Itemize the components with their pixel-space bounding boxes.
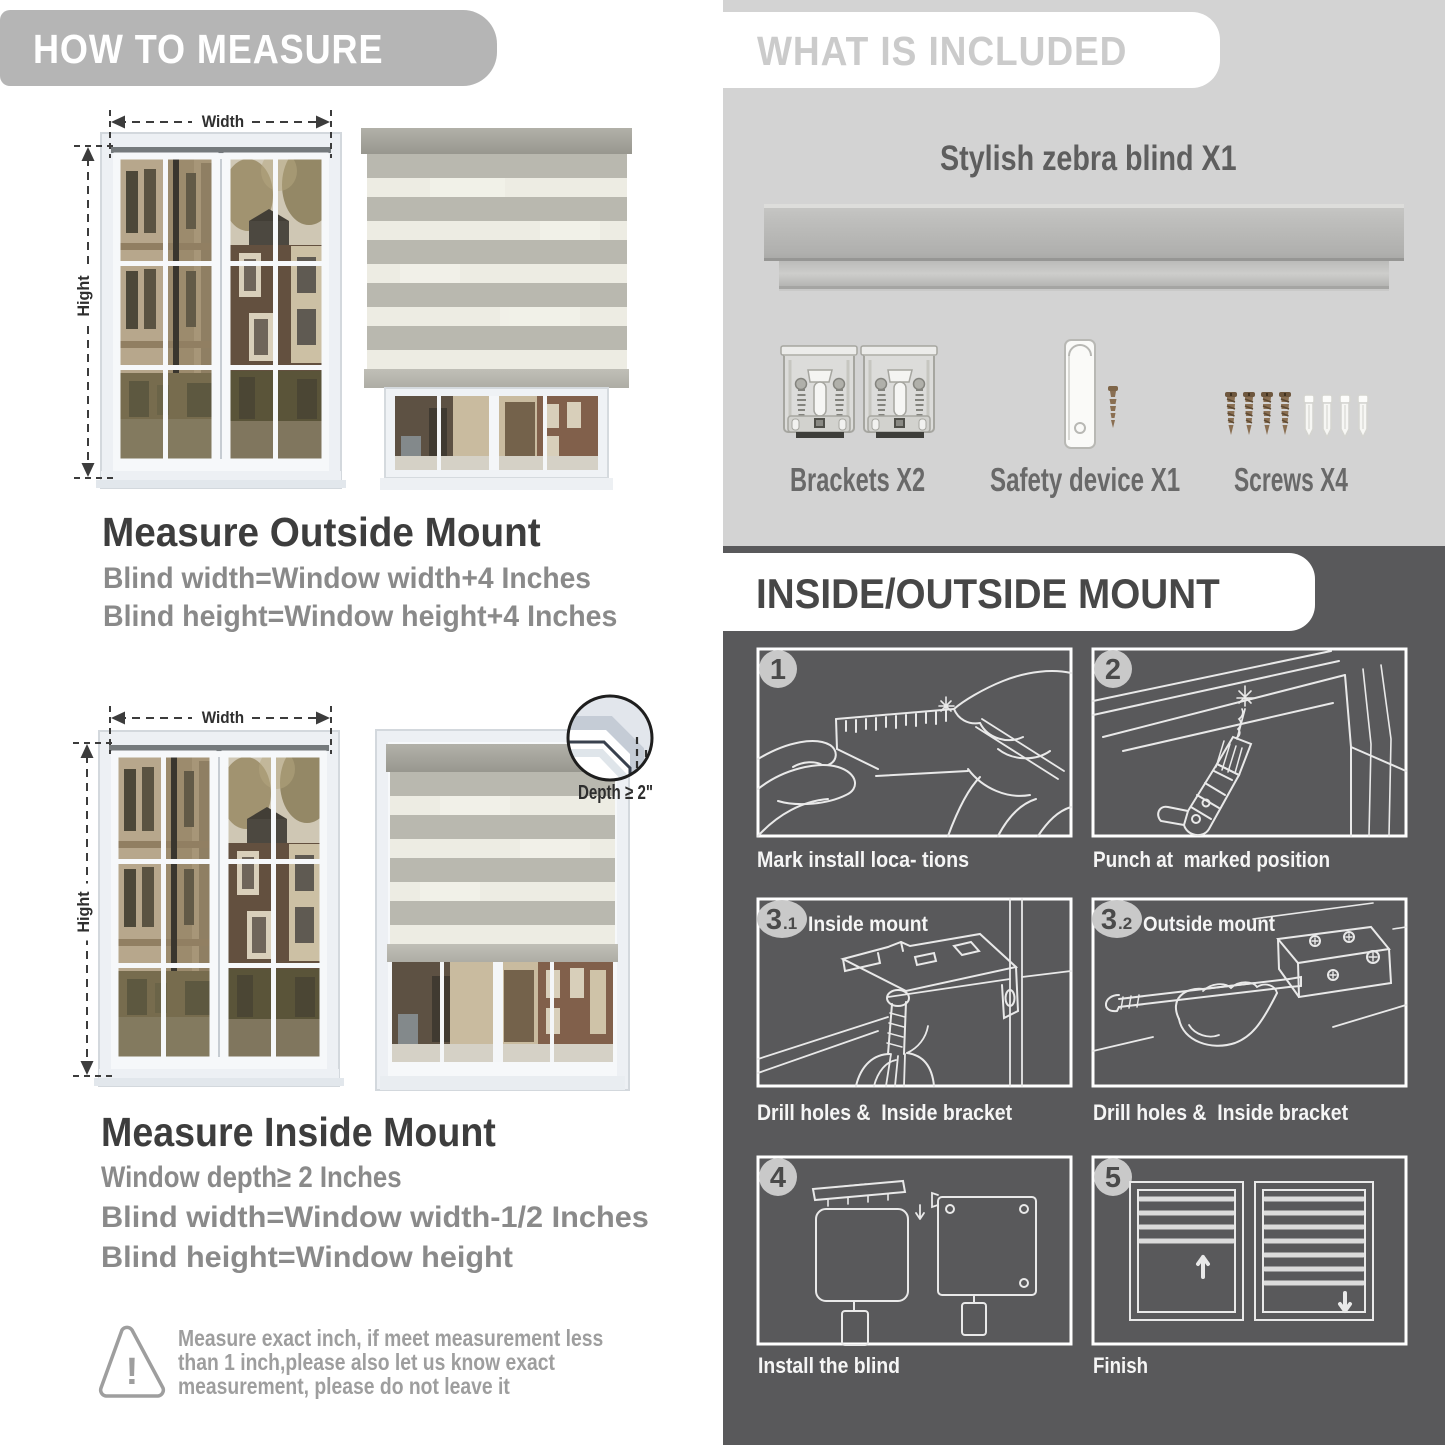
svg-text:3: 3 xyxy=(766,904,782,936)
svg-text:5: 5 xyxy=(1105,1162,1121,1194)
svg-text:1: 1 xyxy=(770,654,786,686)
svg-text:4: 4 xyxy=(770,1162,786,1194)
svg-text:2: 2 xyxy=(1105,654,1121,686)
svg-text:.1: .1 xyxy=(783,914,797,933)
svg-text:3: 3 xyxy=(1101,904,1117,936)
svg-text:!: ! xyxy=(126,1351,139,1393)
svg-text:.2: .2 xyxy=(1118,914,1132,933)
